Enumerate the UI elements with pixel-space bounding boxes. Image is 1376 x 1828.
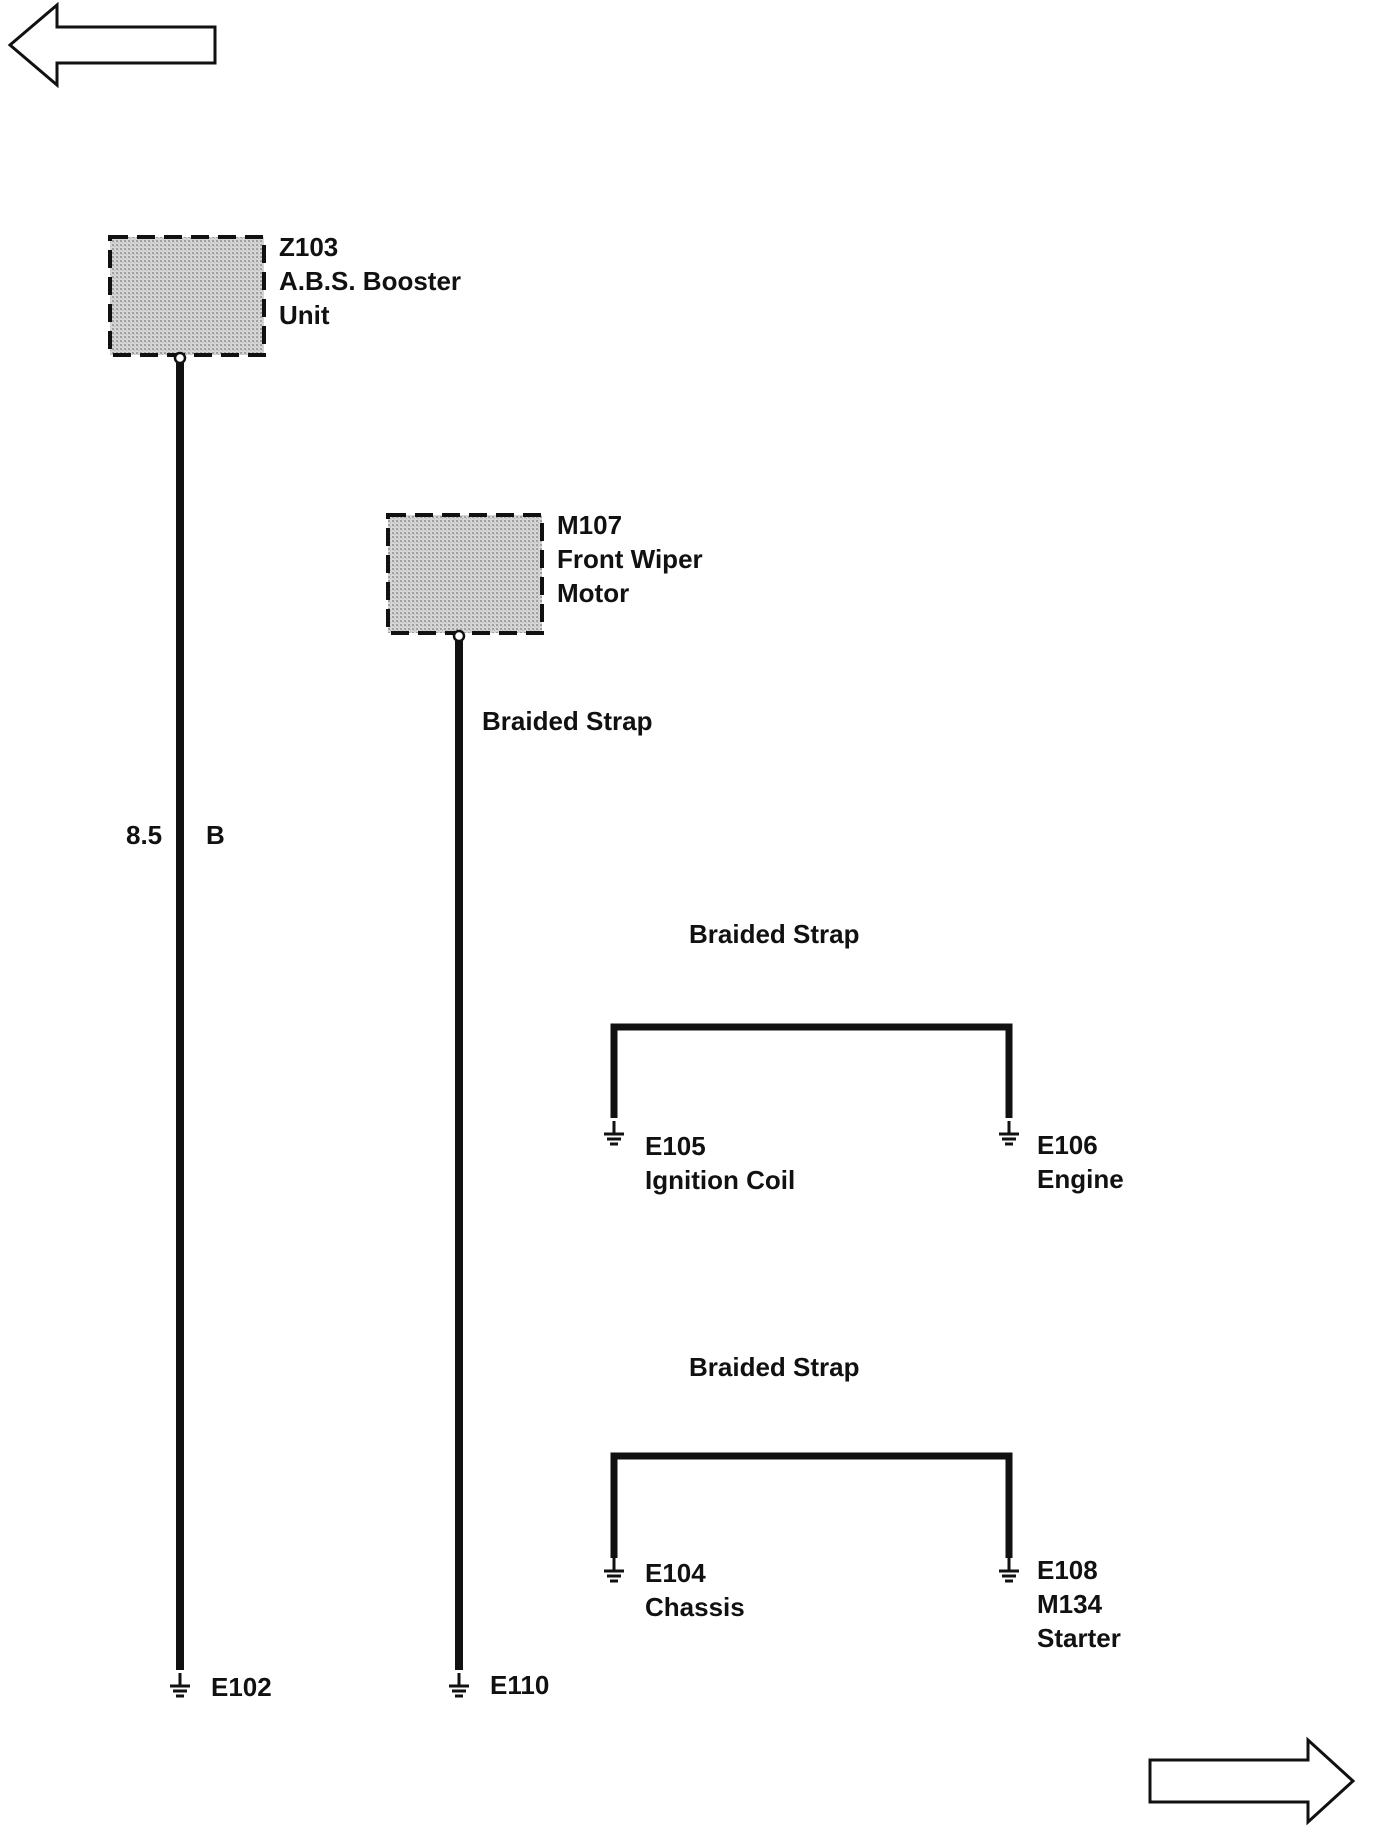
ground-e108-description: M134	[1037, 1589, 1103, 1619]
ground-e106-description: Engine	[1037, 1164, 1124, 1194]
braided-strap-e105-e106	[610, 1023, 1013, 1118]
braided-strap-label-m107: Braided Strap	[482, 706, 653, 736]
next-page-arrow-icon[interactable]	[1148, 1736, 1356, 1826]
ground-e108-icon	[997, 1556, 1021, 1583]
ground-e106-label: E106	[1037, 1130, 1098, 1160]
ground-e108-description-line2: Starter	[1037, 1623, 1121, 1653]
previous-page-arrow-icon[interactable]	[7, 1, 217, 89]
component-z103-box[interactable]	[108, 235, 266, 365]
braided-strap-label-e104-e108: Braided Strap	[689, 1352, 860, 1382]
ground-e110-icon	[447, 1671, 471, 1698]
ground-e104-label: E104	[645, 1558, 706, 1588]
ground-e102-icon	[168, 1671, 192, 1698]
component-m107-box[interactable]	[386, 513, 544, 643]
component-z103-name-line2: Unit	[279, 300, 330, 330]
ground-e108-label: E108	[1037, 1555, 1098, 1585]
ground-e104-description: Chassis	[645, 1592, 745, 1622]
ground-e106-icon	[997, 1119, 1021, 1146]
ground-e110-label: E110	[490, 1670, 550, 1700]
component-z103-id: Z103	[279, 232, 339, 262]
component-m107-name: Front Wiper	[557, 544, 703, 574]
ground-e104-icon	[602, 1556, 626, 1583]
ground-e105-label: E105	[645, 1131, 706, 1161]
ground-e105-icon	[602, 1119, 626, 1146]
component-m107-id: M107	[557, 510, 623, 540]
component-m107-name-line2: Motor	[557, 578, 630, 608]
braided-strap-label-e105-e106: Braided Strap	[689, 919, 860, 949]
ground-e105-description: Ignition Coil	[645, 1165, 796, 1195]
braided-strap-e104-e108	[610, 1452, 1013, 1558]
wire-color-label: B	[206, 820, 225, 850]
component-z103-name: A.B.S. Booster	[279, 266, 462, 296]
wire-gauge-label: 8.5	[126, 820, 163, 850]
ground-e102-label: E102	[211, 1672, 272, 1702]
